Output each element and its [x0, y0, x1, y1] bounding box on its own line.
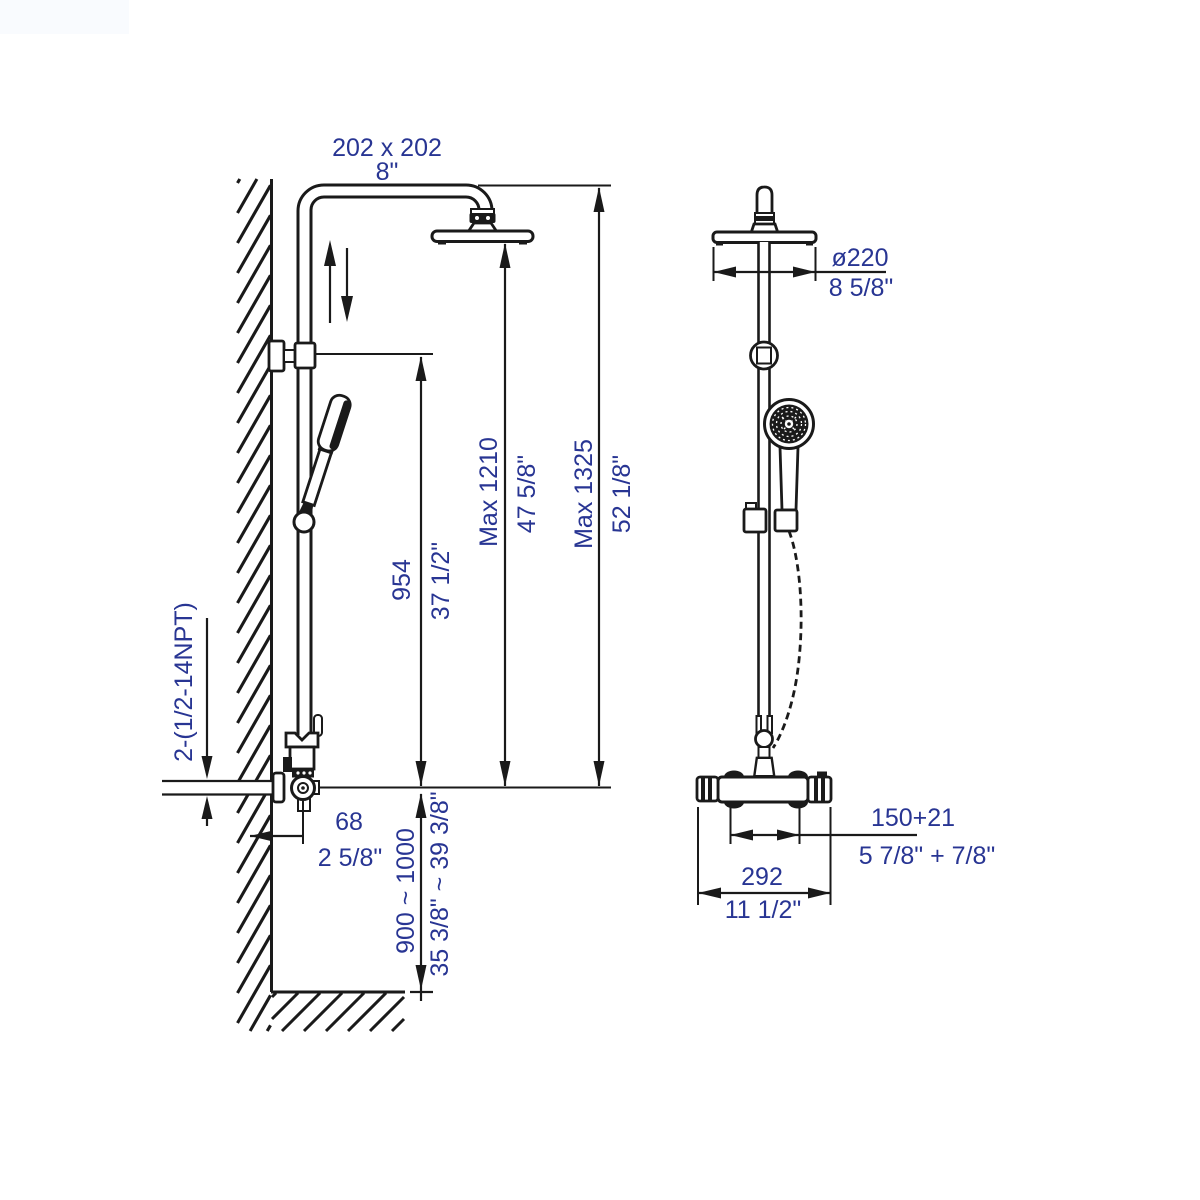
front-view: ø220 8 5/8" 150+21 5 7/8" + 7/8" 292 11 … [695, 185, 996, 924]
dimension-max-1210 [499, 243, 511, 786]
slider-bracket [742, 502, 799, 534]
label-954-mm: 954 [388, 559, 416, 601]
hand-shower-side [292, 393, 352, 534]
dimension-inlet-centers [729, 807, 917, 844]
wall-bracket [267, 339, 317, 373]
label-head-diameter-in: 8 5/8" [829, 274, 893, 302]
shower-hose [771, 530, 803, 749]
label-max-1325-mm: Max 1325 [570, 439, 598, 549]
adjust-arrows [324, 240, 353, 323]
label-head-diameter-mm: ø220 [832, 244, 889, 272]
label-68-mm: 68 [335, 808, 363, 836]
pipe-ring [749, 340, 779, 371]
valve-handle-right [806, 775, 833, 804]
holder-ball-joint [292, 510, 316, 534]
riser-pipe-side [296, 183, 494, 735]
label-inlet-centers-in: 5 7/8" + 7/8" [859, 842, 996, 870]
dimension-954 [415, 356, 427, 786]
wall-flange [271, 771, 286, 804]
label-npt: 2-(1/2-14NPT) [170, 602, 198, 762]
rain-shower-head-side [430, 208, 535, 245]
dimension-head-diameter [712, 247, 886, 281]
corner-shade [0, 0, 129, 34]
dimension-npt [201, 618, 213, 826]
floor-hatch [270, 991, 406, 1033]
thermostatic-valve-front [695, 757, 833, 809]
label-max-1210-in: 47 5/8" [513, 455, 541, 533]
label-max-1325-in: 52 1/8" [608, 455, 636, 533]
label-valve-width-mm: 292 [741, 863, 783, 891]
hand-shower-front [763, 398, 815, 512]
dimension-valve-width [697, 807, 832, 905]
label-install-height-mm: 900 ~ 1000 [392, 828, 420, 954]
label-valve-width-in: 11 1/2" [725, 896, 802, 924]
side-view: 202 x 202 8" 954 37 1/2" Max 1210 47 5/8… [162, 134, 636, 1033]
label-954-in: 37 1/2" [427, 542, 455, 620]
riser-pipe-front [757, 242, 771, 716]
label-install-height-in: 35 3/8" ~ 39 3/8" [426, 791, 454, 976]
label-head-size-in: 8" [376, 158, 399, 186]
dimension-install-height [415, 793, 427, 1001]
dimension-68 [250, 801, 304, 844]
label-68-in: 2 5/8" [318, 844, 382, 872]
arm-top-front [749, 185, 780, 235]
label-inlet-centers-mm: 150+21 [871, 804, 955, 832]
valve-handle-left [695, 775, 720, 803]
wall-hatch [236, 178, 272, 1032]
dimension-max-1325 [593, 187, 605, 786]
supply-stub [162, 779, 273, 796]
label-max-1210-mm: Max 1210 [475, 437, 503, 547]
label-head-size-mm: 202 x 202 [332, 134, 442, 162]
